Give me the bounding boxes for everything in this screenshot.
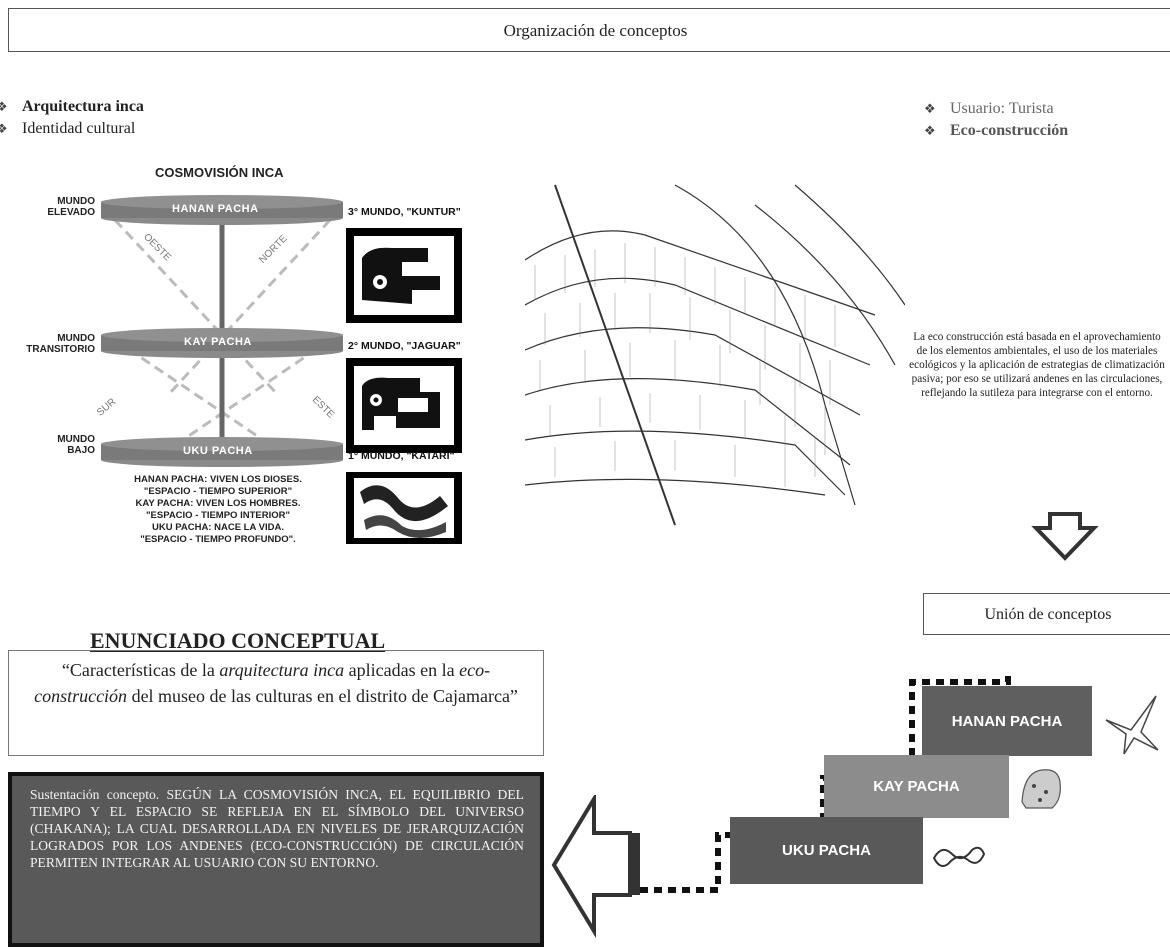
bullet-text: Usuario: Turista bbox=[950, 100, 1054, 117]
label-mundo-transitorio: MUNDO TRANSITORIO bbox=[26, 333, 95, 355]
arrow-left-icon bbox=[551, 795, 640, 939]
step-label: HANAN PACHA bbox=[951, 712, 1063, 730]
legend-line: "ESPACIO - TIEMPO INTERIOR" bbox=[146, 510, 290, 521]
bullet-text: Eco-construcción bbox=[950, 122, 1069, 139]
label-mundo-elevado: MUNDO ELEVADO bbox=[47, 196, 95, 218]
legend-line: HANAN PACHA: VIVEN LOS DIOSES. bbox=[134, 474, 302, 485]
disk-hanan-pacha bbox=[101, 195, 343, 225]
label-mundo-bajo: MUNDO BAJO bbox=[57, 434, 95, 456]
step-hanan-pacha: HANAN PACHA bbox=[922, 686, 1092, 756]
dashed-path bbox=[640, 672, 1011, 893]
quote-part: “Características de la bbox=[61, 660, 220, 680]
legend-line: "ESPACIO - TIEMPO PROFUNDO". bbox=[140, 534, 296, 545]
world-kuntur: 3° MUNDO, "KUNTUR" bbox=[348, 206, 461, 218]
diagonal-oeste bbox=[113, 218, 280, 397]
bullet-icon: ❖ bbox=[924, 101, 936, 116]
section-title: Organización de conceptos bbox=[503, 21, 688, 40]
bullet-usuario-turista: ❖ Usuario: Turista bbox=[924, 98, 1054, 120]
katari-icon bbox=[346, 472, 462, 544]
bullet-arquitectura-inca: ❖ Arquitectura inca bbox=[0, 96, 144, 118]
cosmovision-diagram bbox=[101, 195, 462, 544]
bullet-icon: ❖ bbox=[0, 99, 8, 114]
enunciado-quote: “Características de la arquitectura inca… bbox=[8, 650, 544, 756]
step-label: KAY PACHA bbox=[873, 778, 960, 795]
bullet-identidad-cultural: ❖ Identidad cultural bbox=[0, 118, 135, 140]
diagonal-sur bbox=[167, 338, 331, 452]
eco-construction-text: La eco construcción está basada en el ap… bbox=[909, 331, 1165, 399]
diagonal-este bbox=[114, 338, 279, 452]
diagonal-norte bbox=[166, 218, 332, 397]
legend-line: "ESPACIO - TIEMPO SUPERIOR" bbox=[143, 486, 293, 497]
quote-part: del museo de las culturas en el distrito… bbox=[127, 686, 518, 706]
kuntur-icon bbox=[346, 228, 462, 323]
condor-icon bbox=[1105, 695, 1159, 755]
bullet-icon: ❖ bbox=[0, 121, 8, 136]
legend-line: KAY PACHA: VIVEN LOS HOMBRES. bbox=[135, 498, 301, 509]
cosmovision-legend: HANAN PACHA: VIVEN LOS DIOSES. "ESPACIO … bbox=[118, 474, 318, 546]
legend-line: UKU PACHA: NACE LA VIDA. bbox=[152, 522, 284, 533]
enunciado-title: ENUNCIADO CONCEPTUAL bbox=[90, 628, 386, 653]
disk-label-hanan-pacha: HANAN PACHA bbox=[172, 203, 259, 215]
serpent-icon bbox=[932, 846, 986, 867]
union-steps-diagram bbox=[640, 672, 1011, 893]
andenes-sketch bbox=[525, 184, 905, 526]
arrow-down-icon bbox=[1031, 512, 1099, 561]
quote-emphasis: eco-construcción bbox=[34, 660, 491, 706]
cosmovision-title: COSMOVISIÓN INCA bbox=[155, 165, 284, 180]
step-uku-pacha: UKU PACHA bbox=[730, 817, 923, 884]
step-label: UKU PACHA bbox=[782, 842, 871, 859]
union-title: Unión de conceptos bbox=[984, 606, 1112, 623]
jaguar-icon bbox=[346, 358, 462, 453]
sustentacion-text: Sustentación concepto. SEGÚN LA COSMOVIS… bbox=[30, 787, 524, 870]
section-header: Organización de conceptos bbox=[8, 8, 1170, 52]
world-katari: 1° MUNDO, "KATARI" bbox=[348, 450, 455, 462]
union-conceptos-box: Unión de conceptos bbox=[923, 593, 1170, 635]
disk-label-kay-pacha: KAY PACHA bbox=[184, 336, 252, 348]
quote-part: aplicadas en la bbox=[344, 660, 460, 680]
jaguar-figure-icon bbox=[1021, 769, 1061, 809]
disk-kay-pacha bbox=[101, 328, 343, 358]
step-kay-pacha: KAY PACHA bbox=[824, 755, 1009, 818]
world-jaguar: 2° MUNDO, "JAGUAR" bbox=[348, 340, 461, 352]
bullet-text: Identidad cultural bbox=[22, 120, 136, 137]
sustentacion-box: Sustentación concepto. SEGÚN LA COSMOVIS… bbox=[8, 772, 544, 947]
bullet-icon: ❖ bbox=[924, 123, 936, 138]
bullet-text: Arquitectura inca bbox=[22, 98, 144, 115]
quote-emphasis: arquitectura inca bbox=[219, 660, 345, 680]
disk-label-uku-pacha: UKU PACHA bbox=[183, 445, 253, 457]
bullet-eco-construccion: ❖ Eco-construcción bbox=[924, 120, 1068, 142]
disk-uku-pacha bbox=[101, 437, 343, 467]
